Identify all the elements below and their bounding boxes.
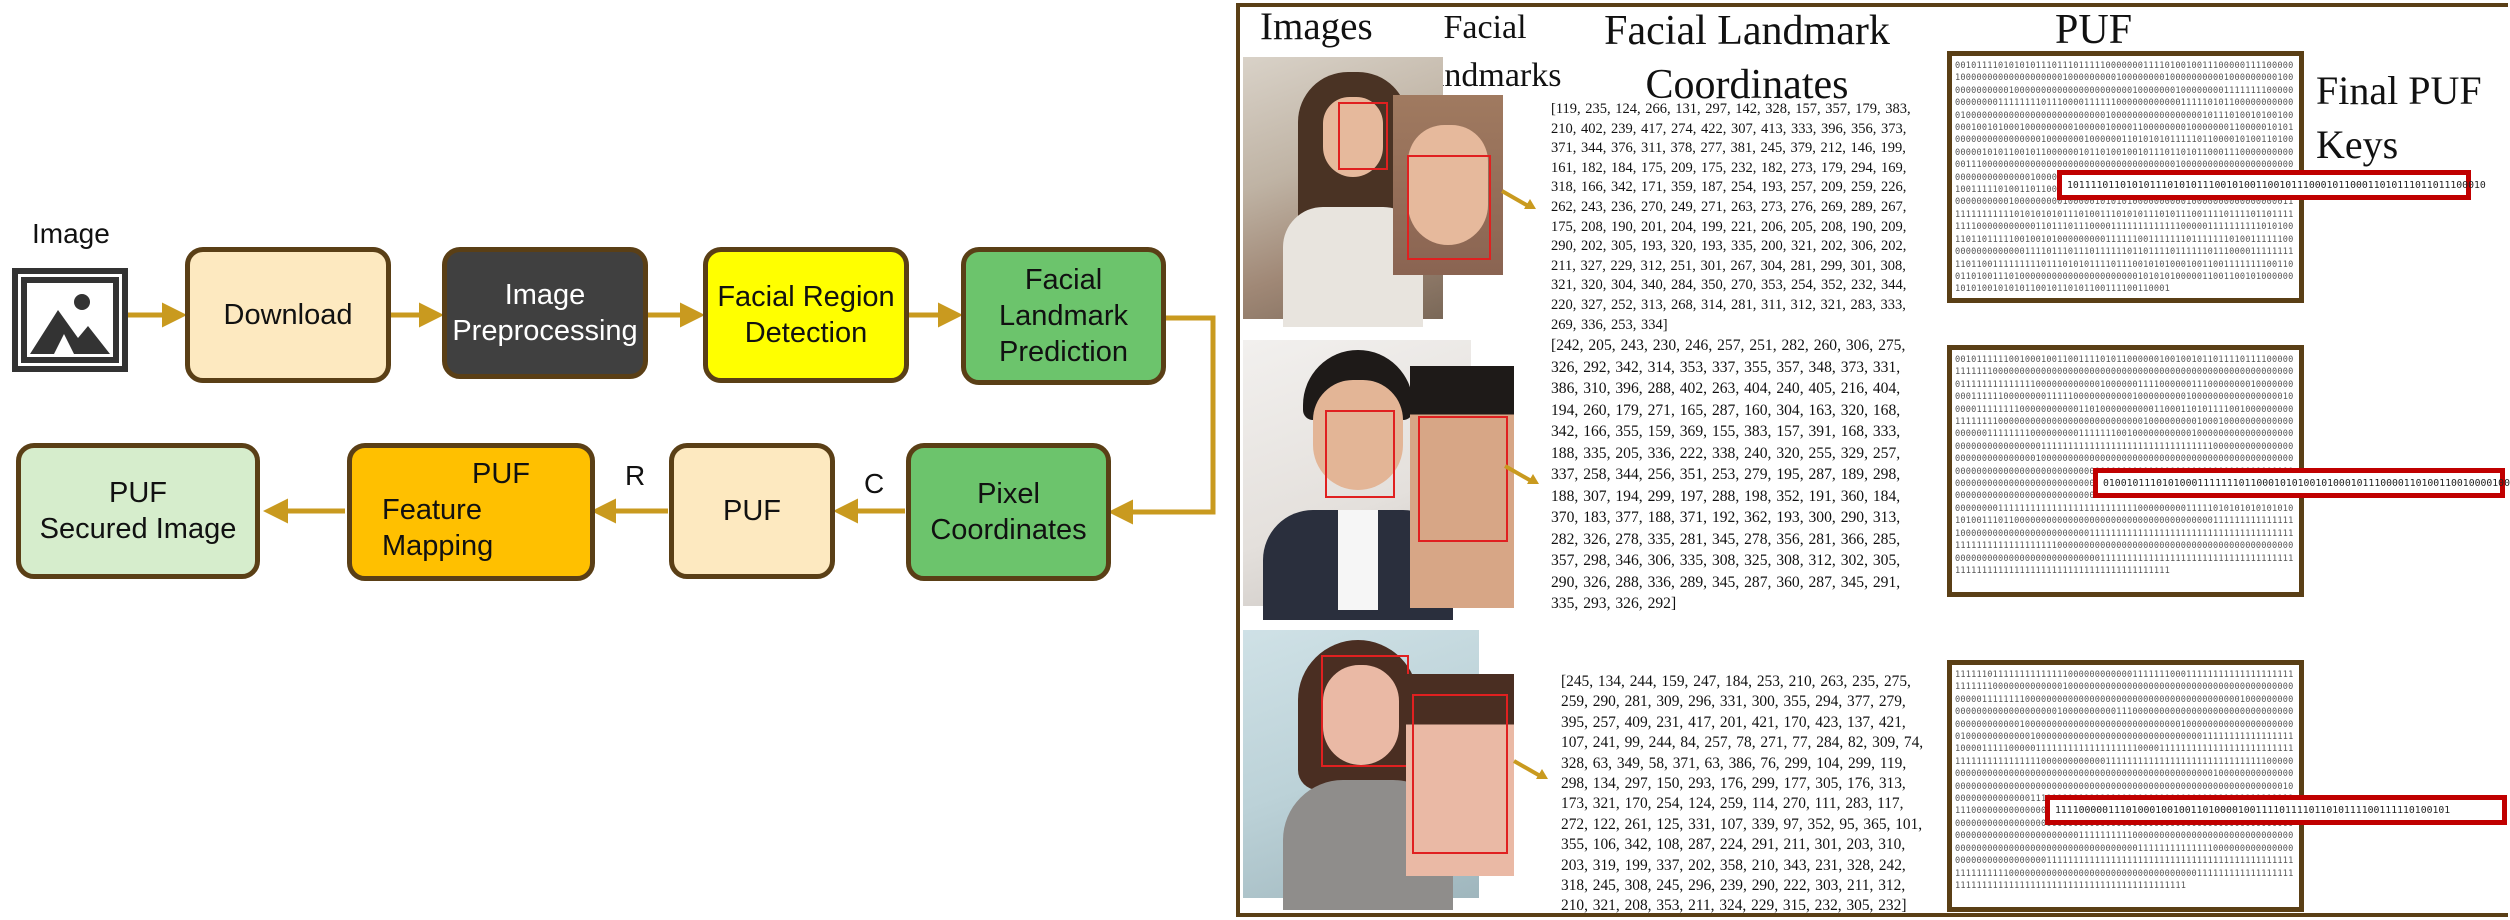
row1-final-key: 1011110110101011101010111001010011001011… [2057, 170, 2486, 200]
examples-panel [1236, 3, 2508, 917]
image-preprocessing-node: Image Preprocessing [442, 247, 648, 379]
puf-feature-mapping-title: PUF [472, 458, 530, 490]
row1-face-crop-box [1407, 155, 1491, 260]
edge-label-c: C [864, 468, 885, 499]
facial-landmark-prediction-label: Facial Landmark Prediction [999, 263, 1128, 369]
facial-region-detection-label: Facial Region Detection [717, 280, 895, 349]
row3-coordinates: [245, 134, 244, 159, 247, 184, 253, 210,… [1561, 673, 1924, 915]
pixel-coordinates-label: Pixel Coordinates [930, 477, 1087, 546]
flowchart-connectors [128, 302, 1216, 525]
row1-face-box [1338, 102, 1388, 170]
puf-secured-image-label: PUF Secured Image [39, 476, 237, 545]
row3-puf-bits: 1111110111111111111110000000000001111111… [1955, 670, 2294, 891]
row3-face-crop-box [1412, 694, 1508, 854]
download-label: Download [223, 298, 353, 331]
download-node: Download [185, 247, 391, 383]
facial-landmark-prediction-node: Facial Landmark Prediction [961, 247, 1166, 385]
header-facial-landmark-coordinates: Facial Landmark Coordinates [1604, 8, 1890, 108]
row1-face-crop [1393, 95, 1503, 275]
row3-puf-matrix: 1111110111111111111110000000000001111111… [1947, 660, 2304, 912]
puf-label: PUF [723, 494, 781, 527]
row2-puf-bits: 0010111111001000100110011110101100000010… [1955, 355, 2294, 576]
puf-secured-image-node: PUF Secured Image [16, 443, 260, 579]
row2-face-box [1325, 410, 1395, 498]
row2-face-crop [1410, 366, 1514, 608]
header-final-puf-keys: Final PUF Keys [2316, 68, 2482, 167]
row3-final-key: 1111000001110100010010011010000100111101… [2045, 795, 2507, 825]
puf-feature-mapping-node: PUF Feature Mapping [347, 443, 595, 581]
face-crop-shape [1408, 125, 1488, 245]
row3-face-crop [1406, 674, 1514, 876]
image-icon [12, 268, 128, 372]
row3-arrow [1513, 759, 1548, 779]
row1-arrow [1501, 189, 1536, 209]
face-shape [1313, 380, 1403, 490]
face-shape [1323, 97, 1383, 177]
row1-puf-matrix: 0010111101010101110111011111000000011110… [1947, 51, 2304, 303]
arrow-landmark-to-pixel [1108, 315, 1216, 525]
row2-face-crop-box [1418, 416, 1508, 542]
image-label: Image [32, 218, 110, 249]
header-images: Images [1260, 5, 1373, 48]
edge-label-r: R [625, 460, 646, 491]
puf-node: PUF [669, 443, 835, 579]
row2-coordinates: [242, 205, 243, 230, 246, 257, 251, 282,… [1551, 337, 1906, 612]
row2-arrow [1504, 464, 1539, 484]
row3-face-box [1321, 655, 1409, 767]
face-shape [1323, 665, 1399, 765]
row2-final-key: 0100101110101000111111101100010101001010… [2093, 468, 2510, 498]
image-preprocessing-label: Image Preprocessing [452, 278, 638, 347]
facial-region-detection-node: Facial Region Detection [703, 247, 909, 383]
header-puf: PUF [2055, 7, 2133, 53]
shirt-shape [1338, 510, 1378, 610]
pixel-coordinates-node: Pixel Coordinates [906, 443, 1111, 581]
puf-feature-mapping-label: Feature Mapping [382, 494, 494, 563]
row1-coordinates: [119, 235, 124, 266, 131, 297, 142, 328,… [1551, 101, 1911, 333]
